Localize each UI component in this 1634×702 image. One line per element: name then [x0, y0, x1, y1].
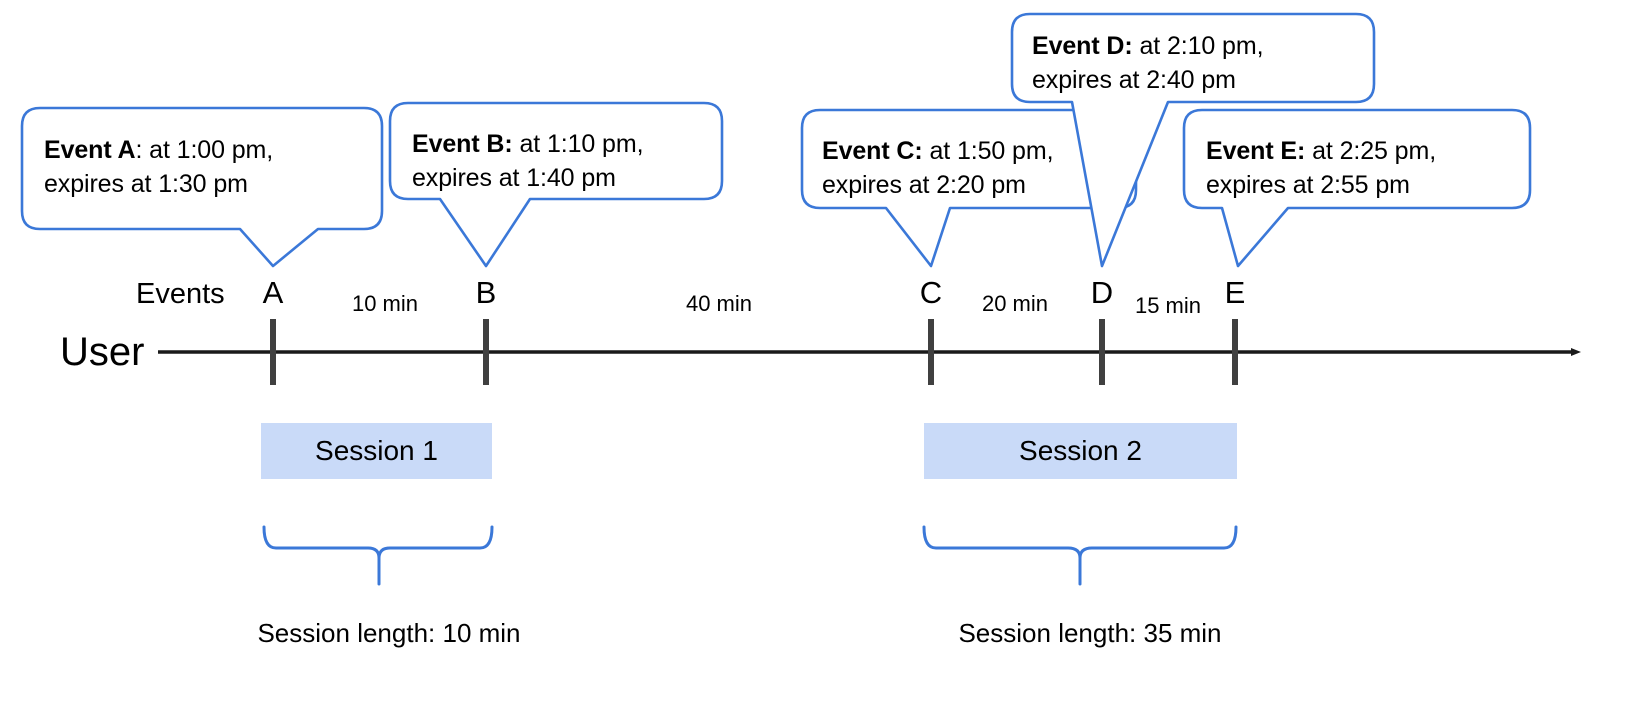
- callout-text-B: Event B: at 1:10 pm, expires at 1:40 pm: [412, 128, 644, 195]
- interval-label-c-d: 20 min: [981, 291, 1049, 316]
- callout-A-rest: at 1:00 pm,: [142, 136, 274, 164]
- interval-label-d-e: 15 min: [1134, 293, 1202, 318]
- marker-label-D: D: [1090, 275, 1114, 310]
- callout-D-title: Event D:: [1032, 32, 1133, 60]
- interval-label-b-c: 40 min: [685, 291, 753, 316]
- session-length-label-1: Session length: 10 min: [257, 618, 521, 648]
- callout-B-line2: expires at 1:40 pm: [412, 163, 616, 192]
- user-axis-label: User: [60, 330, 145, 374]
- callout-D-line2: expires at 2:40 pm: [1032, 65, 1236, 94]
- session-box-2[interactable]: Session 2: [924, 423, 1237, 479]
- callout-text-C: Event C: at 1:50 pm, expires at 2:20 pm: [822, 135, 1054, 202]
- session-box-2-label: Session 2: [1019, 435, 1142, 466]
- callout-text-A: Event A: at 1:00 pm, expires at 1:30 pm: [44, 134, 273, 201]
- callout-A-line2: expires at 1:30 pm: [44, 169, 248, 198]
- marker-label-B: B: [475, 275, 497, 310]
- session-brace-2: [922, 525, 1238, 586]
- session-box-1-label: Session 1: [315, 435, 438, 466]
- session-length-label-2: Session length: 35 min: [958, 618, 1222, 648]
- session-brace-1: [262, 525, 494, 586]
- callout-E-rest: at 2:25 pm,: [1305, 137, 1437, 165]
- callout-C-line2: expires at 2:20 pm: [822, 170, 1026, 199]
- session-box-1[interactable]: Session 1: [261, 423, 492, 479]
- callout-A-title: Event A: [44, 136, 136, 164]
- interval-label-a-b: 10 min: [351, 291, 419, 316]
- callout-D-rest: at 2:10 pm,: [1132, 32, 1264, 60]
- events-row-label: Events: [136, 278, 225, 310]
- marker-label-A: A: [262, 275, 284, 310]
- callout-B-rest: at 1:10 pm,: [512, 130, 644, 158]
- callout-E-title: Event E:: [1206, 137, 1306, 165]
- callout-shape-E[interactable]: [1182, 108, 1532, 268]
- callout-C-title: Event C:: [822, 137, 923, 165]
- callout-A-sep: :: [135, 136, 143, 164]
- callout-shape-A[interactable]: [20, 106, 384, 268]
- marker-label-C: C: [919, 275, 943, 310]
- callout-B-title: Event B:: [412, 130, 513, 158]
- callout-C-rest: at 1:50 pm,: [922, 137, 1054, 165]
- callout-text-E: Event E: at 2:25 pm, expires at 2:55 pm: [1206, 135, 1436, 202]
- callout-shape-B[interactable]: [388, 101, 724, 268]
- callout-E-line2: expires at 2:55 pm: [1206, 170, 1410, 199]
- callout-text-D: Event D: at 2:10 pm, expires at 2:40 pm: [1032, 30, 1264, 97]
- callout-shape-D[interactable]: [1010, 12, 1376, 268]
- marker-label-E: E: [1224, 275, 1246, 310]
